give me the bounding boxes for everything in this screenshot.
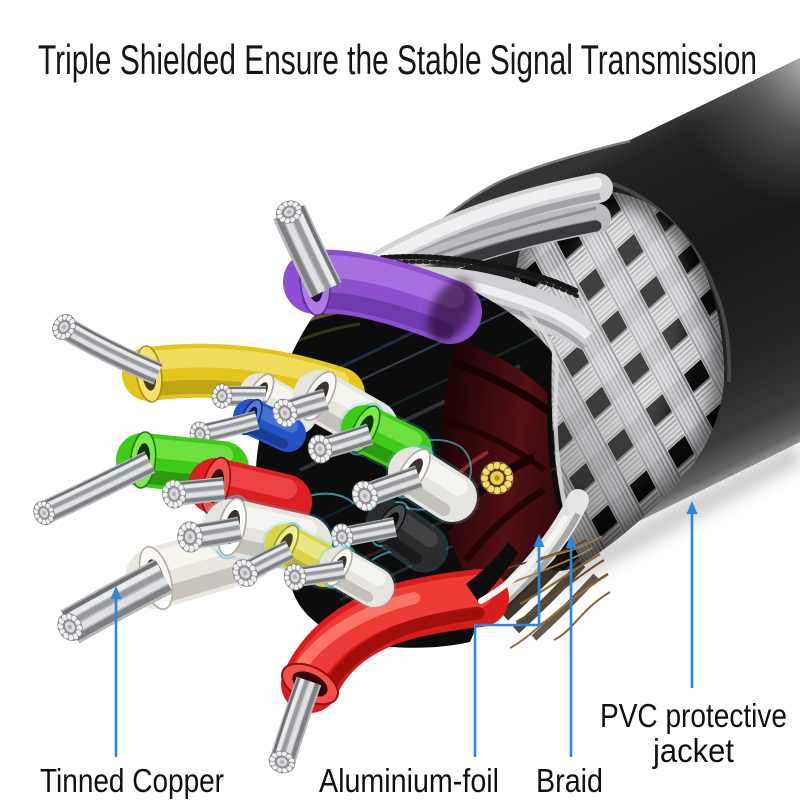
svg-text:Tinned Copper: Tinned Copper <box>40 762 224 799</box>
svg-text:PVC protective: PVC protective <box>600 697 787 734</box>
svg-text:Aluminium-foil: Aluminium-foil <box>319 762 499 799</box>
svg-text:jacket: jacket <box>652 732 734 769</box>
svg-text:Braid: Braid <box>536 762 603 799</box>
svg-text:Triple Shielded Ensure the Sta: Triple Shielded Ensure the Stable Signal… <box>38 36 757 83</box>
